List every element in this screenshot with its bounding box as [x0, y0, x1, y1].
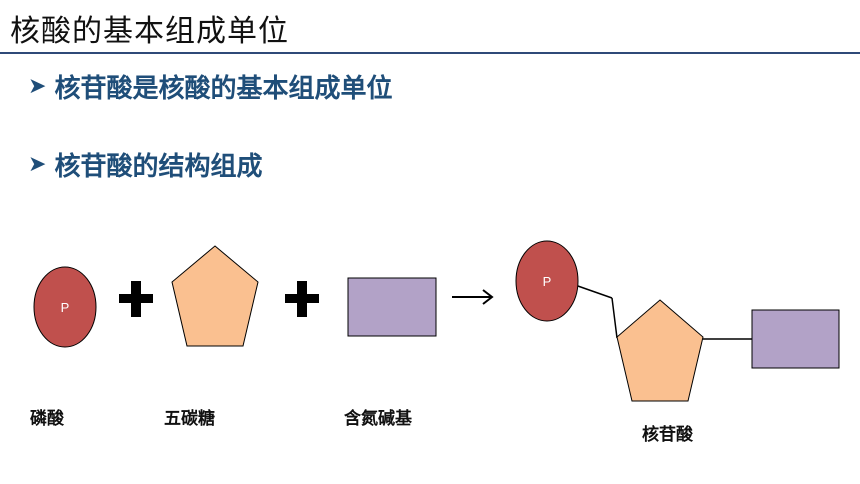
label-nucleotide: 核苷酸	[642, 425, 693, 445]
nucleotide-base-rectangle	[751, 309, 840, 369]
base-rectangle	[347, 277, 437, 337]
plus-icon	[119, 281, 153, 317]
phosphate-sugar-bond	[611, 297, 618, 339]
nucleotide-pentose-pentagon	[616, 299, 704, 402]
plus-icon	[285, 281, 319, 317]
nucleotide-phosphate-symbol: P	[543, 274, 552, 289]
label-phosphate: 磷酸	[30, 409, 64, 429]
pentose-pentagon	[171, 245, 259, 347]
bullet-item-1: ➤ 核苷酸是核酸的基本组成单位	[28, 68, 392, 105]
phosphate-circle	[33, 266, 97, 348]
bullet-text-2: 核苷酸的结构组成	[54, 152, 263, 182]
phosphate-symbol: P	[61, 300, 70, 315]
arrow-right-icon	[452, 289, 494, 305]
bullet-item-2: ➤ 核苷酸的结构组成	[28, 146, 262, 183]
label-pentose: 五碳糖	[164, 409, 215, 429]
arrow-bullet-icon: ➤	[28, 152, 47, 177]
title-divider	[0, 52, 860, 54]
phosphate-sugar-bond	[574, 284, 613, 299]
label-nitrogenous-base: 含氮碱基	[344, 409, 412, 429]
arrow-bullet-icon: ➤	[28, 74, 47, 99]
page-title: 核酸的基本组成单位	[10, 14, 289, 49]
bullet-text-1: 核苷酸是核酸的基本组成单位	[54, 74, 393, 104]
nucleotide-phosphate-circle	[515, 240, 579, 322]
